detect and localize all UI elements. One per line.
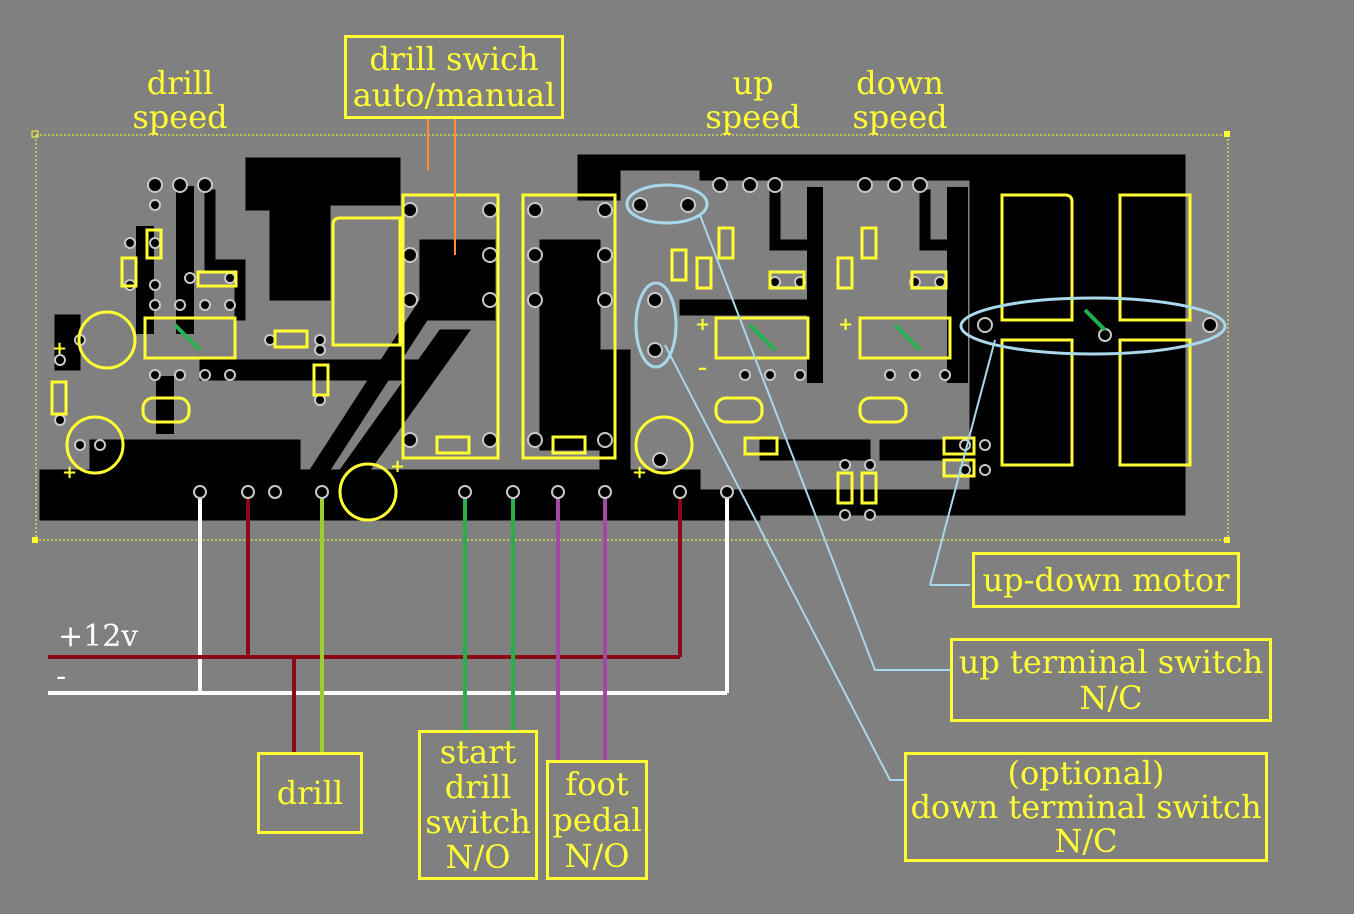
down-speed-line2: speed — [852, 98, 948, 136]
start-drill-line4: N/O — [445, 838, 511, 876]
foot-pedal-box: foot pedal N/O — [546, 760, 648, 880]
svg-text:–: – — [698, 358, 707, 379]
down-speed-line1: down — [856, 64, 944, 102]
silkscreen — [50, 193, 1192, 522]
down-terminal-switch-box: (optional) down terminal switch N/C — [904, 752, 1268, 862]
foot-pedal-line2: pedal — [552, 801, 642, 839]
down-terminal-line2: down terminal switch — [910, 788, 1262, 826]
svg-text:+: + — [695, 314, 710, 335]
start-drill-switch-box: start drill switch N/O — [418, 730, 538, 880]
up-speed-line2: speed — [705, 98, 801, 136]
up-down-motor-box: up-down motor — [972, 552, 1240, 608]
up-speed-label: up speed — [698, 66, 808, 134]
up-terminal-line2: N/C — [1079, 679, 1143, 717]
start-drill-line1: start — [439, 733, 517, 771]
polarity-marks: + + + + + + – — [52, 314, 853, 483]
trimmer-wipers — [173, 308, 1107, 352]
svg-text:+: + — [52, 338, 67, 359]
pads — [54, 177, 1218, 521]
copper-traces — [39, 154, 1186, 521]
up-down-motor-text: up-down motor — [982, 561, 1230, 599]
external-wiring — [48, 490, 729, 760]
down-terminal-line3: N/C — [1054, 822, 1118, 860]
start-drill-line2: drill — [444, 768, 512, 806]
drill-text: drill — [276, 774, 344, 812]
drill-speed-line2: speed — [132, 98, 228, 136]
plus12v-label: +12v — [58, 619, 139, 654]
start-drill-line3: switch — [425, 803, 531, 841]
up-terminal-line1: up terminal switch — [958, 643, 1264, 681]
down-terminal-line1: (optional) — [1007, 754, 1165, 792]
up-terminal-switch-box: up terminal switch N/C — [950, 638, 1272, 722]
minus-label: - — [56, 659, 67, 694]
drill-switch-label: drill swich auto/manual — [344, 35, 564, 119]
down-speed-label: down speed — [845, 66, 955, 134]
foot-pedal-line3: N/O — [564, 837, 630, 875]
svg-text:+: + — [62, 462, 77, 483]
svg-text:+: + — [390, 456, 405, 477]
foot-pedal-line1: foot — [565, 765, 629, 803]
terminal-highlights — [625, 183, 1227, 369]
drill-speed-label: drill speed — [130, 66, 230, 134]
wire-pads — [193, 485, 734, 499]
drill-switch-line1: drill swich — [369, 40, 539, 78]
drill-box: drill — [257, 752, 363, 834]
drill-switch-line2: auto/manual — [352, 76, 556, 114]
svg-text:+: + — [838, 314, 853, 335]
leader-lines — [427, 118, 996, 781]
board-outline — [35, 134, 1229, 541]
svg-text:+: + — [632, 462, 647, 483]
up-speed-line1: up — [732, 64, 774, 102]
drill-speed-line1: drill — [146, 64, 214, 102]
